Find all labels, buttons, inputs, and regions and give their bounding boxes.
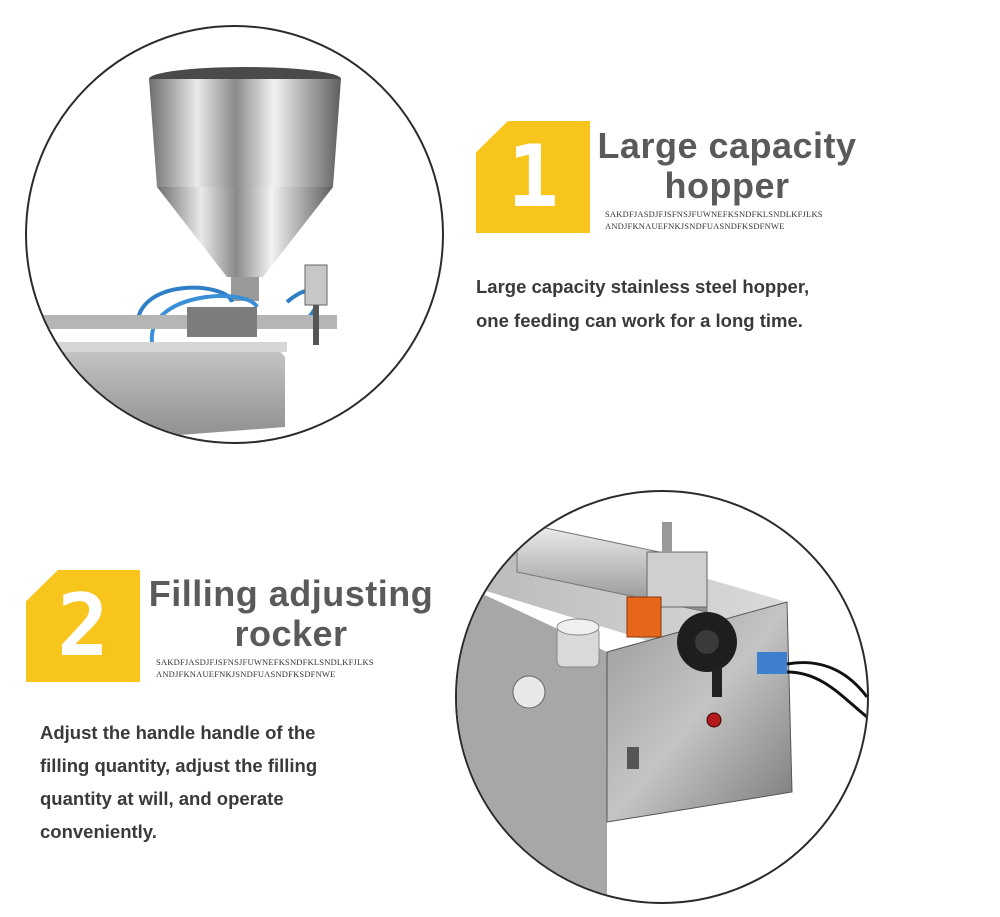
- section-1-filler-line-1: SAKDFJASDJFJSFNSJFUWNEFKSNDFKLSNDLKFJLKS: [605, 209, 823, 219]
- section-2-title: Filling adjusting rocker: [146, 576, 436, 652]
- step-1-badge: 1: [476, 121, 590, 233]
- section-2-filler-line-1: SAKDFJASDJFJSFNSJFUWNEFKSNDFKLSNDLKFJLKS: [156, 657, 374, 667]
- section-2-filler-line-2: ANDJFKNAUEFNKJSNDFUASNDFKSDFNWE: [156, 669, 336, 679]
- section-2-desc-line-1: Adjust the handle handle of the: [40, 722, 316, 743]
- step-2-number: 2: [57, 576, 109, 676]
- step-2-badge: 2: [26, 570, 140, 682]
- hopper-machine-illustration: [37, 67, 341, 442]
- section-1-desc-line-1: Large capacity stainless steel hopper,: [476, 276, 810, 297]
- section-1-filler-text: SAKDFJASDJFJSFNSJFUWNEFKSNDFKLSNDLKFJLKS…: [605, 208, 875, 232]
- hopper-photo: [25, 25, 444, 444]
- section-1-filler-line-2: ANDJFKNAUEFNKJSNDFUASNDFKSDFNWE: [605, 221, 785, 231]
- step-1-number: 1: [507, 127, 559, 227]
- section-2-title-line-1: Filling adjusting: [148, 573, 434, 614]
- section-1-description: Large capacity stainless steel hopper, o…: [476, 270, 896, 338]
- section-1-title: Large capacity hopper: [596, 128, 858, 204]
- rocker-photo: [455, 490, 869, 904]
- section-1-title-line-2: hopper: [664, 165, 790, 206]
- section-2-desc-line-3: quantity at will, and operate: [40, 788, 284, 809]
- section-1-title-line-1: Large capacity: [597, 125, 857, 166]
- section-2-title-line-2: rocker: [234, 613, 348, 654]
- section-2-desc-line-2: filling quantity, adjust the filling: [40, 755, 318, 776]
- section-1-desc-line-2: one feeding can work for a long time.: [476, 310, 803, 331]
- section-2-filler-text: SAKDFJASDJFJSFNSJFUWNEFKSNDFKLSNDLKFJLKS…: [156, 656, 426, 680]
- rocker-machine-illustration: [457, 521, 867, 902]
- section-2-description: Adjust the handle handle of the filling …: [40, 716, 440, 848]
- section-2-desc-line-4: conveniently.: [40, 821, 157, 842]
